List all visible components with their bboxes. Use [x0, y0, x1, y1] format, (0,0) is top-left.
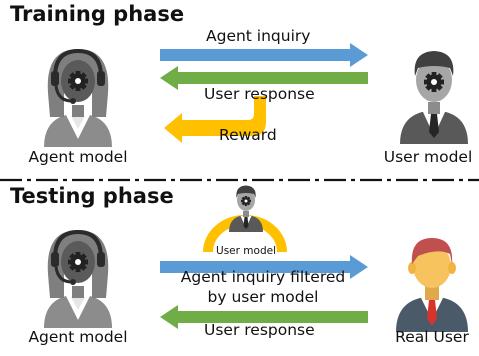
testing-user-response-arrow — [160, 305, 368, 329]
filter-user-model-icon — [229, 186, 263, 233]
user-model-caption: User model — [383, 148, 473, 166]
filter-user-model-caption: User model — [216, 245, 276, 257]
agent-model-icon — [44, 230, 112, 328]
user-response-arrow — [160, 66, 368, 90]
user-model-icon — [400, 51, 468, 144]
agent-model-caption: Agent model — [28, 148, 128, 166]
testing-user-response-label: User response — [204, 321, 315, 339]
reward-label: Reward — [219, 126, 277, 144]
training-phase-heading: Training phase — [10, 2, 185, 26]
agent-model-icon — [44, 49, 112, 147]
user-response-label: User response — [204, 85, 315, 103]
filtered-inquiry-label-line1: Agent inquiry filtered — [180, 268, 346, 286]
filtered-inquiry-arrow — [160, 255, 368, 279]
filtered-inquiry-label-line2: by user model — [207, 288, 319, 306]
agent-inquiry-label: Agent inquiry — [206, 27, 311, 45]
agent-inquiry-arrow — [160, 43, 368, 67]
real-user-icon — [396, 238, 468, 332]
real-user-caption: Real User — [395, 328, 469, 346]
testing-agent-model-caption: Agent model — [28, 328, 128, 346]
testing-phase-heading: Testing phase — [10, 184, 174, 208]
reward-arrow — [164, 96, 266, 143]
